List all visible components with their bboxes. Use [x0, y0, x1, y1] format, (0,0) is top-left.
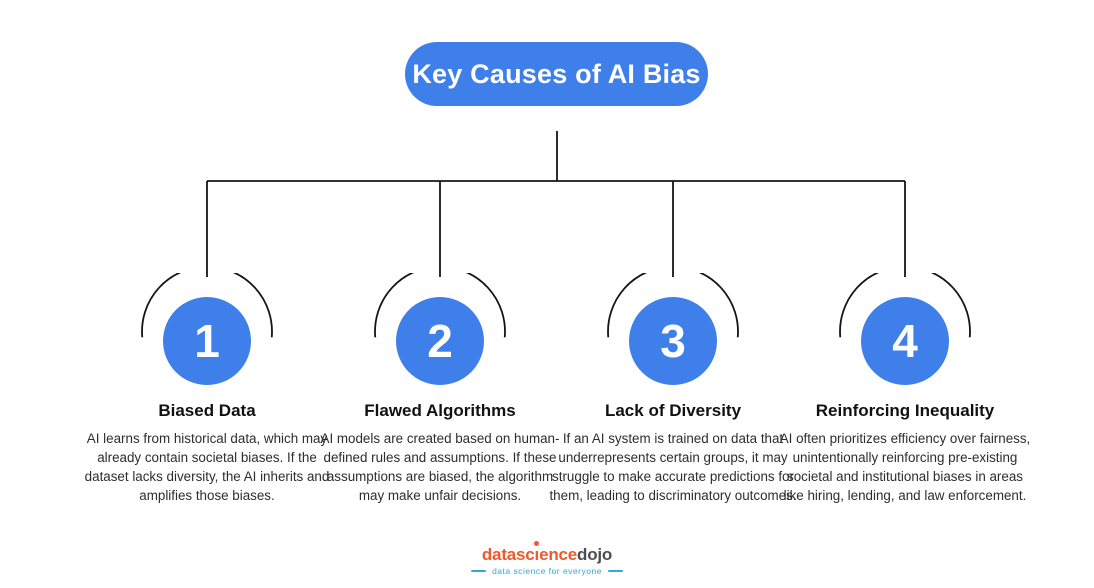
brand-text-dojo: dojo [577, 545, 613, 564]
cause-description: AI learns from historical data, which ma… [84, 431, 330, 504]
cause-number: 2 [427, 315, 453, 367]
cause-title: Flawed Algorithms [364, 401, 516, 420]
arc-icon [141, 273, 273, 338]
cause-card-4: 4 Reinforcing Inequality AI often priori… [779, 273, 1031, 505]
cause-number: 3 [660, 315, 686, 367]
cause-marker-4: 4 [835, 273, 975, 399]
cause-number-badge: 4 [861, 297, 949, 385]
cause-number: 1 [194, 315, 220, 367]
cause-number-badge: 1 [163, 297, 251, 385]
cause-marker-3: 3 [603, 273, 743, 399]
cause-marker-2: 2 [370, 273, 510, 399]
cause-number: 4 [892, 315, 918, 367]
tagline-dash-left-icon [471, 570, 487, 573]
tagline-dash-right-icon [607, 570, 623, 573]
arc-icon [374, 273, 506, 338]
cause-card-3: 3 Lack of Diversity If an AI system is t… [547, 273, 799, 505]
cause-description: If an AI system is trained on data that … [549, 431, 797, 504]
page-title: Key Causes of AI Bias [412, 58, 701, 89]
cause-title: Biased Data [158, 401, 256, 420]
brand-text-ence: ence [539, 545, 578, 564]
cause-number-badge: 2 [396, 297, 484, 385]
brand-tagline: data science for everyone [492, 566, 602, 576]
brand-text-datasc: datasc [481, 545, 535, 564]
cause-description: AI often prioritizes efficiency over fai… [779, 431, 1031, 504]
cause-number-badge: 3 [629, 297, 717, 385]
arc-icon [839, 273, 971, 338]
cause-description: AI models are created based on human-def… [320, 431, 560, 504]
brand-letter-i: ı [534, 541, 540, 564]
brand-tagline-row: data science for everyone [0, 567, 1094, 576]
cause-marker-1: 1 [137, 273, 277, 399]
cause-title: Reinforcing Inequality [815, 401, 995, 420]
cause-card-1: 1 Biased Data AI learns from historical … [81, 273, 333, 505]
cause-title: Lack of Diversity [604, 401, 742, 420]
arc-icon [607, 273, 739, 338]
person-head-icon [534, 541, 540, 546]
title-pill: Key Causes of AI Bias [405, 42, 708, 106]
cause-card-2: 2 Flawed Algorithms AI models are create… [314, 273, 566, 505]
